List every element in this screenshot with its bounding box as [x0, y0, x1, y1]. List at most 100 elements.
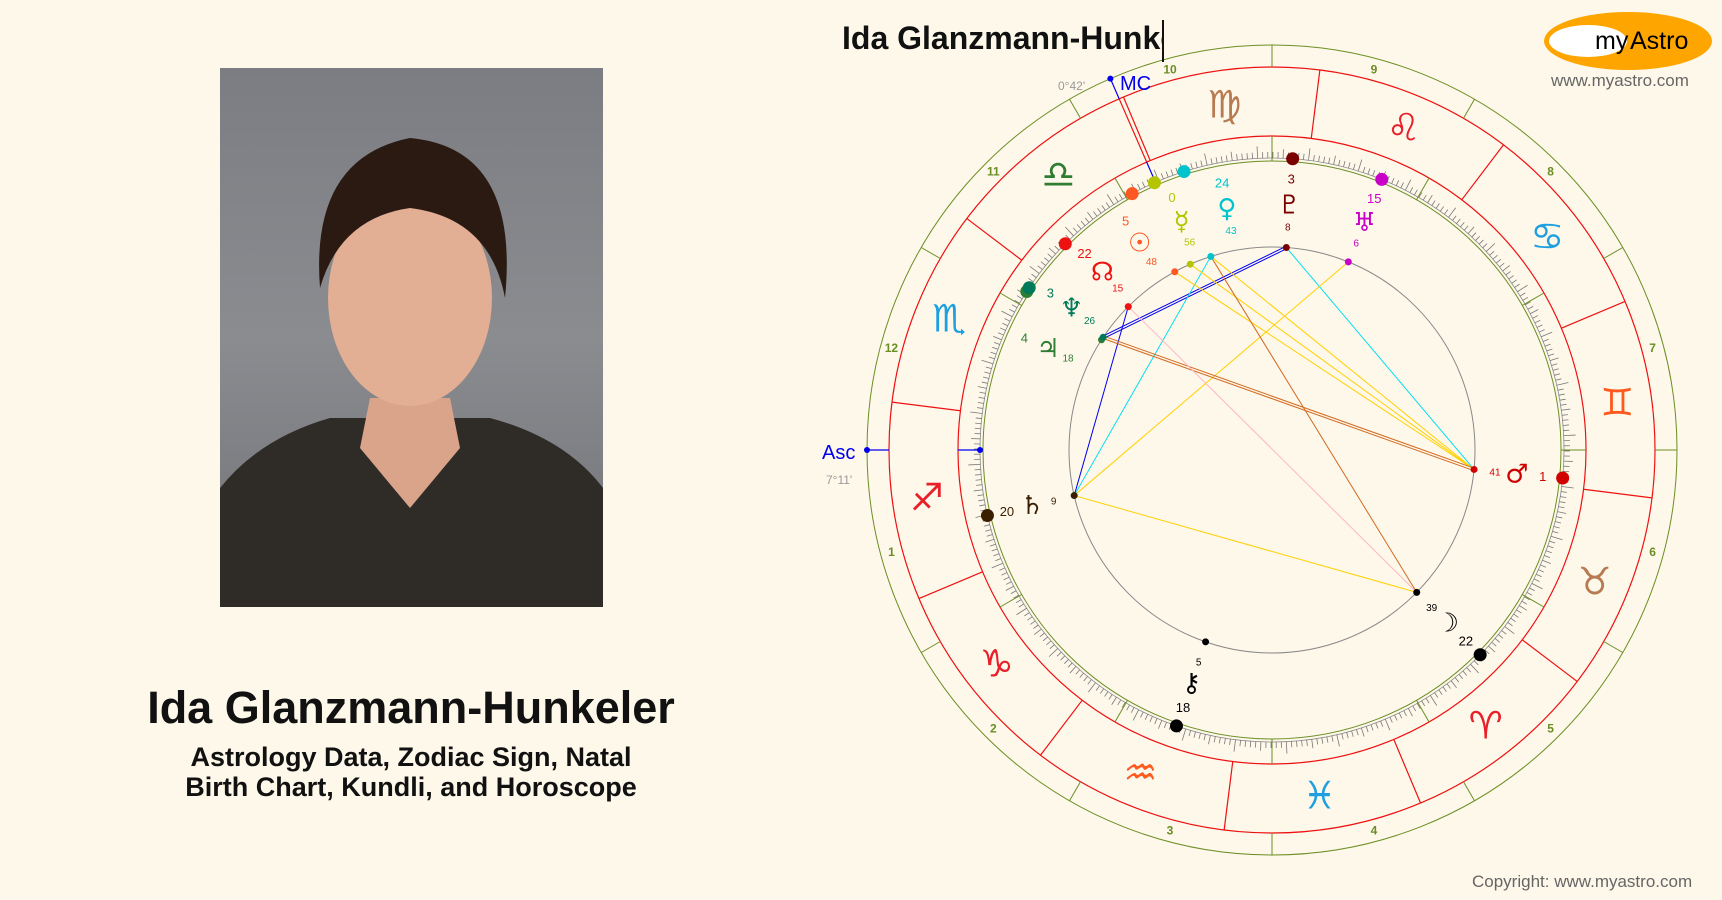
- degree-tick: [1338, 159, 1341, 166]
- venus-aspect-dot: [1207, 252, 1215, 260]
- degree-tick: [1521, 600, 1528, 605]
- degree-tick: [1024, 612, 1030, 617]
- degree-tick: [1545, 550, 1552, 554]
- aspect-line-venus-saturn: [1073, 256, 1212, 496]
- house-number: 8: [1547, 164, 1554, 178]
- uranus-icon: ♅︎: [1353, 208, 1376, 238]
- degree-tick: [1409, 187, 1414, 193]
- degree-tick: [1505, 271, 1511, 276]
- degree-tick: [1149, 716, 1153, 723]
- chiron-aspect-dot: [1202, 638, 1210, 646]
- degree-tick: [1311, 739, 1314, 749]
- degree-tick: [1256, 146, 1259, 159]
- degree-tick: [1132, 709, 1139, 721]
- myastro-logo[interactable]: my Astro: [1543, 11, 1713, 71]
- chiron-degree: 18: [1176, 700, 1190, 715]
- chiron-icon: ⚷︎: [1182, 668, 1201, 698]
- degree-tick: [1494, 638, 1500, 643]
- degree-tick: [1448, 207, 1457, 218]
- degree-tick: [1015, 599, 1022, 604]
- degree-tick: [1527, 305, 1534, 310]
- degree-tick: [1489, 250, 1495, 256]
- mars-minutes: 41: [1489, 467, 1501, 478]
- sun-aspect-dot: [1171, 268, 1179, 276]
- degree-tick: [1029, 265, 1040, 274]
- sign-boundary: [966, 218, 1023, 261]
- degree-tick: [1048, 648, 1059, 657]
- house-number: 12: [885, 341, 899, 355]
- degree-tick: [1362, 166, 1366, 173]
- degree-tick: [1188, 730, 1192, 737]
- sun-degree: 5: [1122, 214, 1129, 229]
- degree-tick: [1544, 555, 1551, 559]
- degree-tick: [1208, 735, 1211, 745]
- degree-tick: [1154, 718, 1158, 725]
- degree-tick: [999, 327, 1006, 331]
- degree-tick: [1087, 682, 1096, 693]
- degree-tick: [1105, 202, 1110, 208]
- degree-tick: [1471, 232, 1477, 238]
- degree-tick: [1563, 434, 1576, 437]
- mercury-aspect-dot: [1186, 260, 1194, 268]
- degree-tick: [1555, 378, 1562, 381]
- sun-position-dot: [1125, 187, 1139, 201]
- saturn-minutes: 9: [1051, 496, 1057, 507]
- venus-position-dot: [1177, 165, 1191, 179]
- degree-tick: [1380, 720, 1384, 727]
- degree-tick: [1518, 605, 1527, 611]
- aspect-line-node-saturn: [1073, 306, 1129, 496]
- asc-marker-inner: [977, 447, 983, 453]
- degree-tick: [1398, 712, 1403, 719]
- degree-tick: [1097, 208, 1102, 214]
- degree-tick: [1540, 564, 1547, 568]
- degree-tick: [995, 558, 1002, 562]
- degree-tick: [1540, 331, 1553, 338]
- degree-tick: [1557, 511, 1567, 514]
- jupiter-icon: ♃︎: [1036, 334, 1059, 364]
- zodiac-taurus-icon: ♉︎: [1578, 560, 1612, 604]
- degree-tick: [1559, 398, 1566, 401]
- degree-tick: [1462, 670, 1468, 676]
- degree-tick: [1526, 592, 1533, 596]
- degree-tick: [1394, 714, 1398, 721]
- degree-tick: [1001, 310, 1013, 317]
- degree-tick: [1360, 727, 1365, 737]
- degree-tick: [1005, 581, 1012, 585]
- aspect-line-pluto-neptune-second: [1103, 248, 1288, 339]
- zodiac-aries-icon: ♈︎: [1469, 703, 1503, 747]
- degree-tick: [979, 391, 986, 394]
- degree-tick: [1303, 153, 1305, 160]
- degree-tick: [1444, 209, 1449, 215]
- degree-tick: [1203, 734, 1206, 741]
- degree-tick: [1042, 636, 1048, 642]
- aspect-line-mars-sun: [1174, 271, 1475, 470]
- degree-tick: [1099, 688, 1105, 694]
- degree-tick: [1473, 660, 1479, 666]
- degree-tick: [1157, 720, 1163, 729]
- degree-tick: [1538, 329, 1545, 333]
- degree-tick: [1412, 705, 1417, 712]
- house-number: 10: [1163, 62, 1177, 76]
- degree-tick: [1370, 724, 1374, 731]
- degree-tick: [1069, 666, 1077, 674]
- zodiac-ring-outer: [888, 66, 1656, 834]
- degree-tick: [1452, 215, 1457, 221]
- aspect-line-uranus-saturn: [1073, 261, 1349, 496]
- degree-tick: [1400, 182, 1404, 189]
- aspect-line-saturn-moon: [1074, 495, 1417, 593]
- degree-tick: [1087, 211, 1094, 220]
- degree-tick: [1328, 157, 1331, 164]
- degree-tick: [1365, 726, 1369, 733]
- degree-tick: [989, 543, 996, 547]
- degree-tick: [1552, 530, 1559, 534]
- pluto-position-dot: [1286, 152, 1300, 166]
- subtitle-line-2: Birth Chart, Kundli, and Horoscope: [185, 772, 637, 802]
- degree-tick: [982, 376, 989, 379]
- logo-url[interactable]: www.myastro.com: [1551, 71, 1689, 90]
- degree-tick: [1536, 324, 1543, 328]
- degree-tick: [1213, 736, 1216, 743]
- zodiac-virgo-icon: ♍︎: [1208, 83, 1242, 127]
- degree-tick: [1200, 160, 1203, 167]
- degree-tick: [1470, 663, 1479, 674]
- zodiac-ring-inner: [957, 135, 1587, 765]
